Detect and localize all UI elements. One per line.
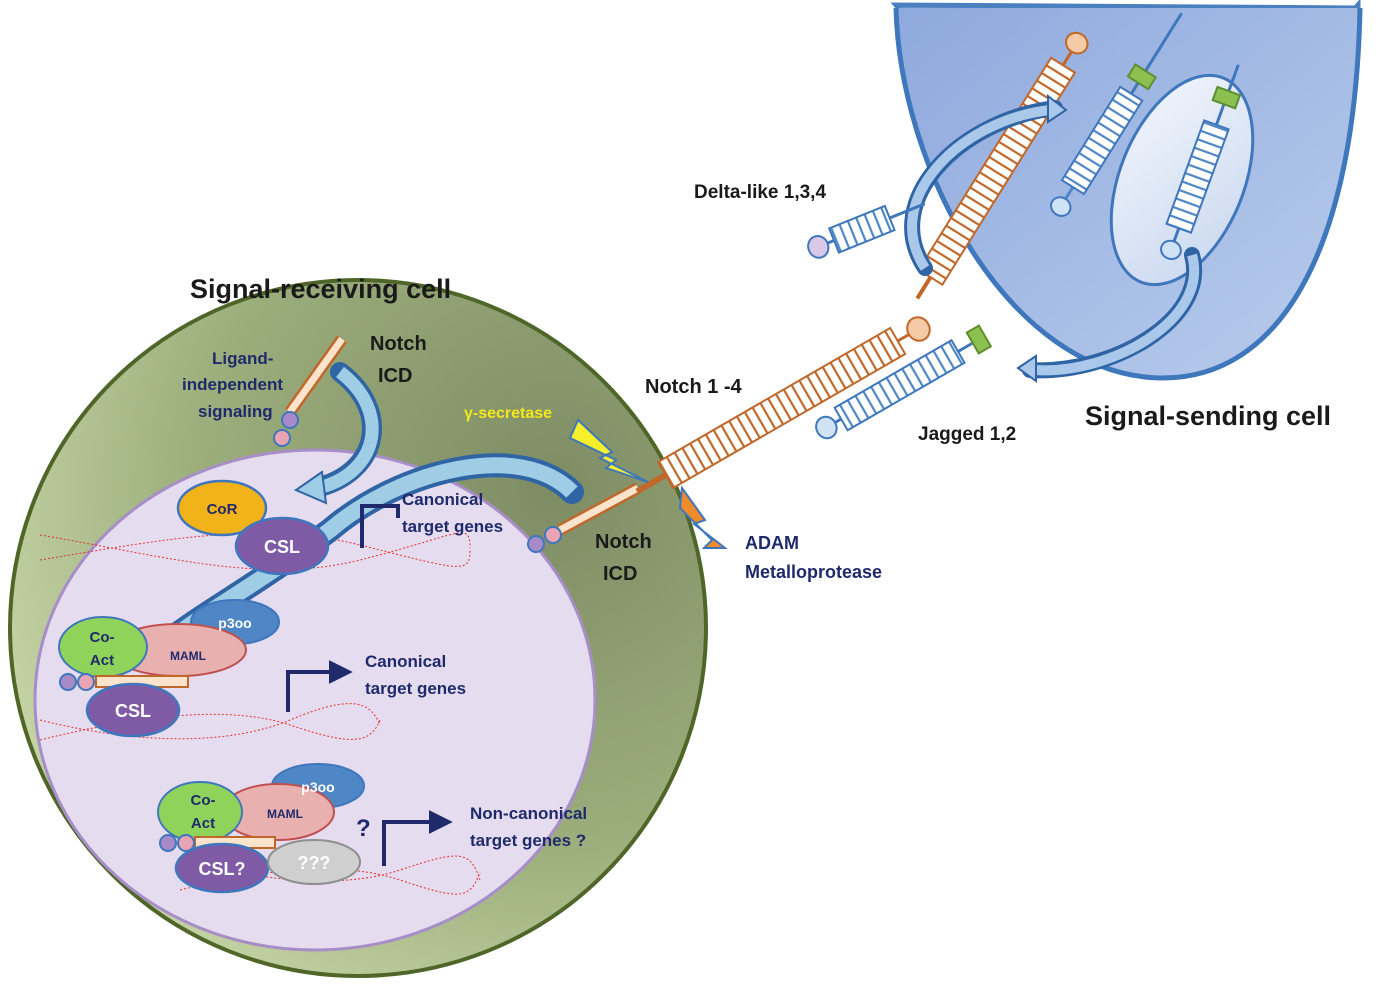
notch-receptor-label: Notch 1 -4 [645, 376, 743, 398]
cor-label: CoR [207, 501, 238, 518]
notch-icd-top [273, 335, 347, 447]
csl-protein-mid [85, 682, 181, 738]
unknown-protein [267, 839, 361, 885]
p300-mid-label: p3oo [218, 615, 251, 631]
notch-icd-membrane [527, 482, 641, 553]
csl-bot-label: CSL? [199, 859, 246, 879]
active-promoter [286, 660, 353, 712]
noncanonical-label-1: Non-canonical [470, 804, 587, 823]
dna-strands [39, 532, 481, 895]
delta-like-ligand [807, 202, 926, 259]
p300-bot-label: p3oo [301, 779, 334, 795]
unknown-protein-label: ??? [298, 853, 331, 873]
notch-icd-mid-label-2: ICD [603, 563, 637, 585]
adam-label-1: ADAM [745, 533, 799, 553]
notch-icd-top-label-2: ICD [378, 365, 412, 387]
maml-mid-label: MAML [170, 649, 206, 663]
coact-bot-label-1: Co- [191, 792, 216, 809]
csl-protein-top [234, 516, 330, 576]
canonical-active-label-1: Canonical [365, 652, 446, 671]
canonical-active-label-2: target genes [365, 679, 466, 698]
jagged-label: Jagged 1,2 [918, 424, 1016, 445]
receiving-cell-title: Signal-receiving cell [190, 274, 451, 304]
ligand-top [1050, 12, 1183, 217]
cor-protein [176, 479, 268, 537]
gamma-secretase-label: γ-secretase [464, 405, 552, 422]
question-mark-label: ? [356, 815, 371, 842]
sending-cell-title: Signal-sending cell [1085, 401, 1331, 431]
delta-like-label: Delta-like 1,3,4 [694, 182, 826, 203]
adam-label-2: Metalloprotease [745, 562, 882, 582]
ligand-independent-label-1: Ligand- [212, 349, 273, 368]
coact-mid-label-2: Act [90, 652, 114, 669]
notch-icd-top-label-1: Notch [370, 333, 427, 355]
ligand-vesicle [1160, 64, 1242, 260]
canonical-repressed-label-2: target genes [402, 517, 503, 536]
repressed-promoter [360, 504, 400, 548]
csl-mid-label: CSL [115, 701, 151, 721]
gamma-secretase-bolt [568, 418, 649, 483]
ligand-independent-label-2: independent [182, 375, 283, 394]
ligand-independent-label-3: signaling [198, 402, 273, 421]
noncanonical-label-2: target genes ? [470, 831, 586, 850]
coact-protein-bot [157, 781, 243, 843]
notch-icd-mid-label-1: Notch [595, 531, 652, 553]
csl-top-label: CSL [264, 537, 300, 557]
noncanonical-promoter [382, 810, 453, 866]
coact-mid-label-1: Co- [90, 629, 115, 646]
maml-bot-label: MAML [267, 807, 303, 821]
csl-protein-bot [174, 842, 270, 894]
coact-bot-label-2: Act [191, 815, 215, 832]
notch-receptor-trans [635, 316, 931, 495]
jagged-ligand [815, 324, 993, 440]
adam-bolt [678, 485, 728, 549]
signal-sending-cell [890, 0, 1363, 381]
canonical-repressed-label-1: Canonical [402, 490, 483, 509]
